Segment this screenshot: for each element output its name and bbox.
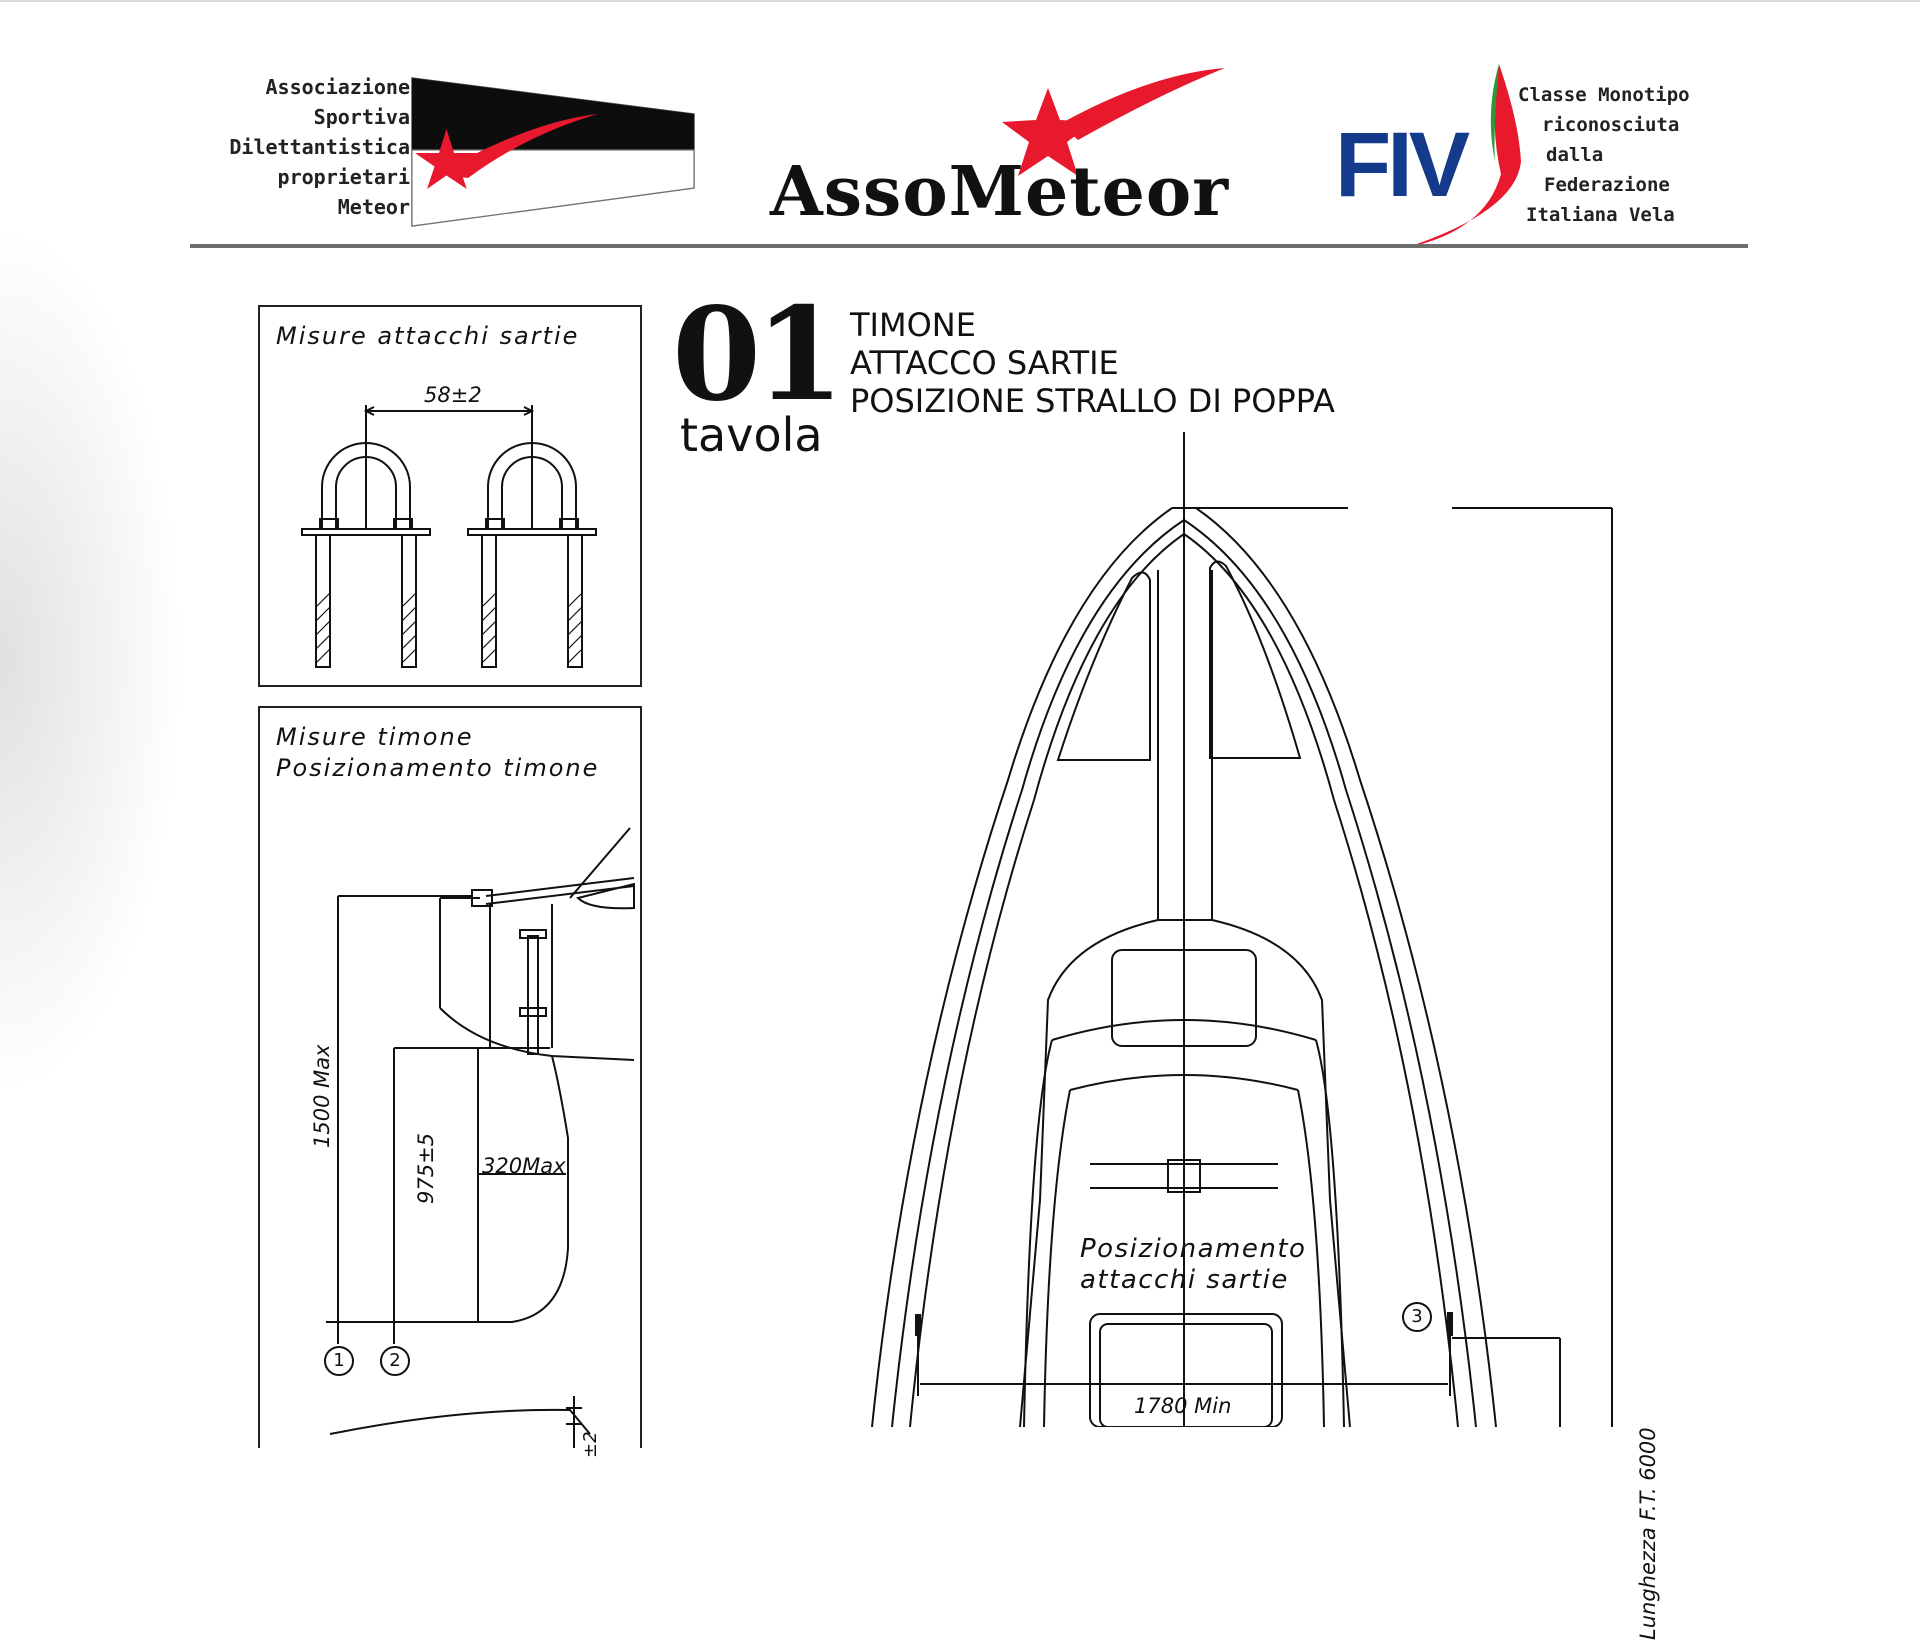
fiv-line: dalla — [1546, 144, 1604, 166]
assoc-line: Associazione — [265, 75, 411, 99]
assoc-line: Dilettantistica — [229, 135, 410, 159]
plate-subject: POSIZIONE STRALLO DI POPPA — [850, 382, 1335, 420]
black-flag-icon — [411, 77, 695, 227]
plate-subject: TIMONE — [850, 306, 976, 344]
brand-name: AssoMeteor — [770, 152, 1230, 232]
plate-subjects: TIMONE ATTACCO SARTIE POSIZIONE STRALLO … — [850, 306, 1335, 420]
dimension-label-1780: 1780 Min — [1134, 1394, 1232, 1418]
callout-3: 3 — [1402, 1302, 1432, 1332]
callout-2: 2 — [380, 1346, 410, 1376]
dimension-label: 58±2 — [424, 383, 482, 407]
assoc-line: Sportiva — [313, 105, 410, 129]
boat-label-line: Posizionamento — [1080, 1234, 1307, 1264]
shroud-position-label: Posizionamento attacchi sartie — [1080, 1234, 1306, 1296]
fiv-line: Federazione — [1544, 174, 1670, 196]
fiv-line: Italiana Vela — [1526, 204, 1675, 226]
plate-word: tavola — [680, 408, 823, 462]
top-border — [0, 0, 1920, 2]
assoc-line: Meteor — [337, 195, 410, 219]
boat-label-line: attacchi sartie — [1080, 1265, 1289, 1295]
plate-subject: ATTACCO SARTIE — [850, 344, 1119, 382]
shroud-attachments-panel: Misure attacchi sartie — [258, 305, 642, 687]
association-text: Associazione Sportiva Dilettantistica pr… — [180, 72, 410, 222]
panel-title: Misure timone Posizionamento timone — [276, 722, 599, 784]
header-divider — [190, 244, 1748, 248]
fiv-line: riconosciuta — [1542, 114, 1680, 136]
dimension-label-320: 320Max — [482, 1154, 566, 1178]
plate-number: 01 — [672, 280, 844, 430]
callout-1: 1 — [324, 1346, 354, 1376]
tolerance-label: ±2 — [580, 1431, 601, 1458]
svg-text:FIV: FIV — [1335, 114, 1470, 216]
boat-plan-drawing — [871, 432, 1613, 1427]
panel-title-line: Posizionamento timone — [276, 754, 600, 782]
fiv-text: Classe Monotipo riconosciuta dalla Feder… — [1508, 80, 1738, 230]
assoc-line: proprietari — [277, 165, 410, 189]
fiv-logo-icon: FIV — [1335, 64, 1521, 248]
red-star-icon — [1002, 68, 1225, 176]
length-label: Lunghezza F.T. 6000 — [1636, 1427, 1660, 1640]
u-bolt-drawing — [301, 405, 597, 668]
panel-title-line: Misure timone — [276, 723, 474, 751]
panel-title: Misure attacchi sartie — [276, 322, 580, 350]
fiv-line: Classe Monotipo — [1518, 84, 1690, 106]
